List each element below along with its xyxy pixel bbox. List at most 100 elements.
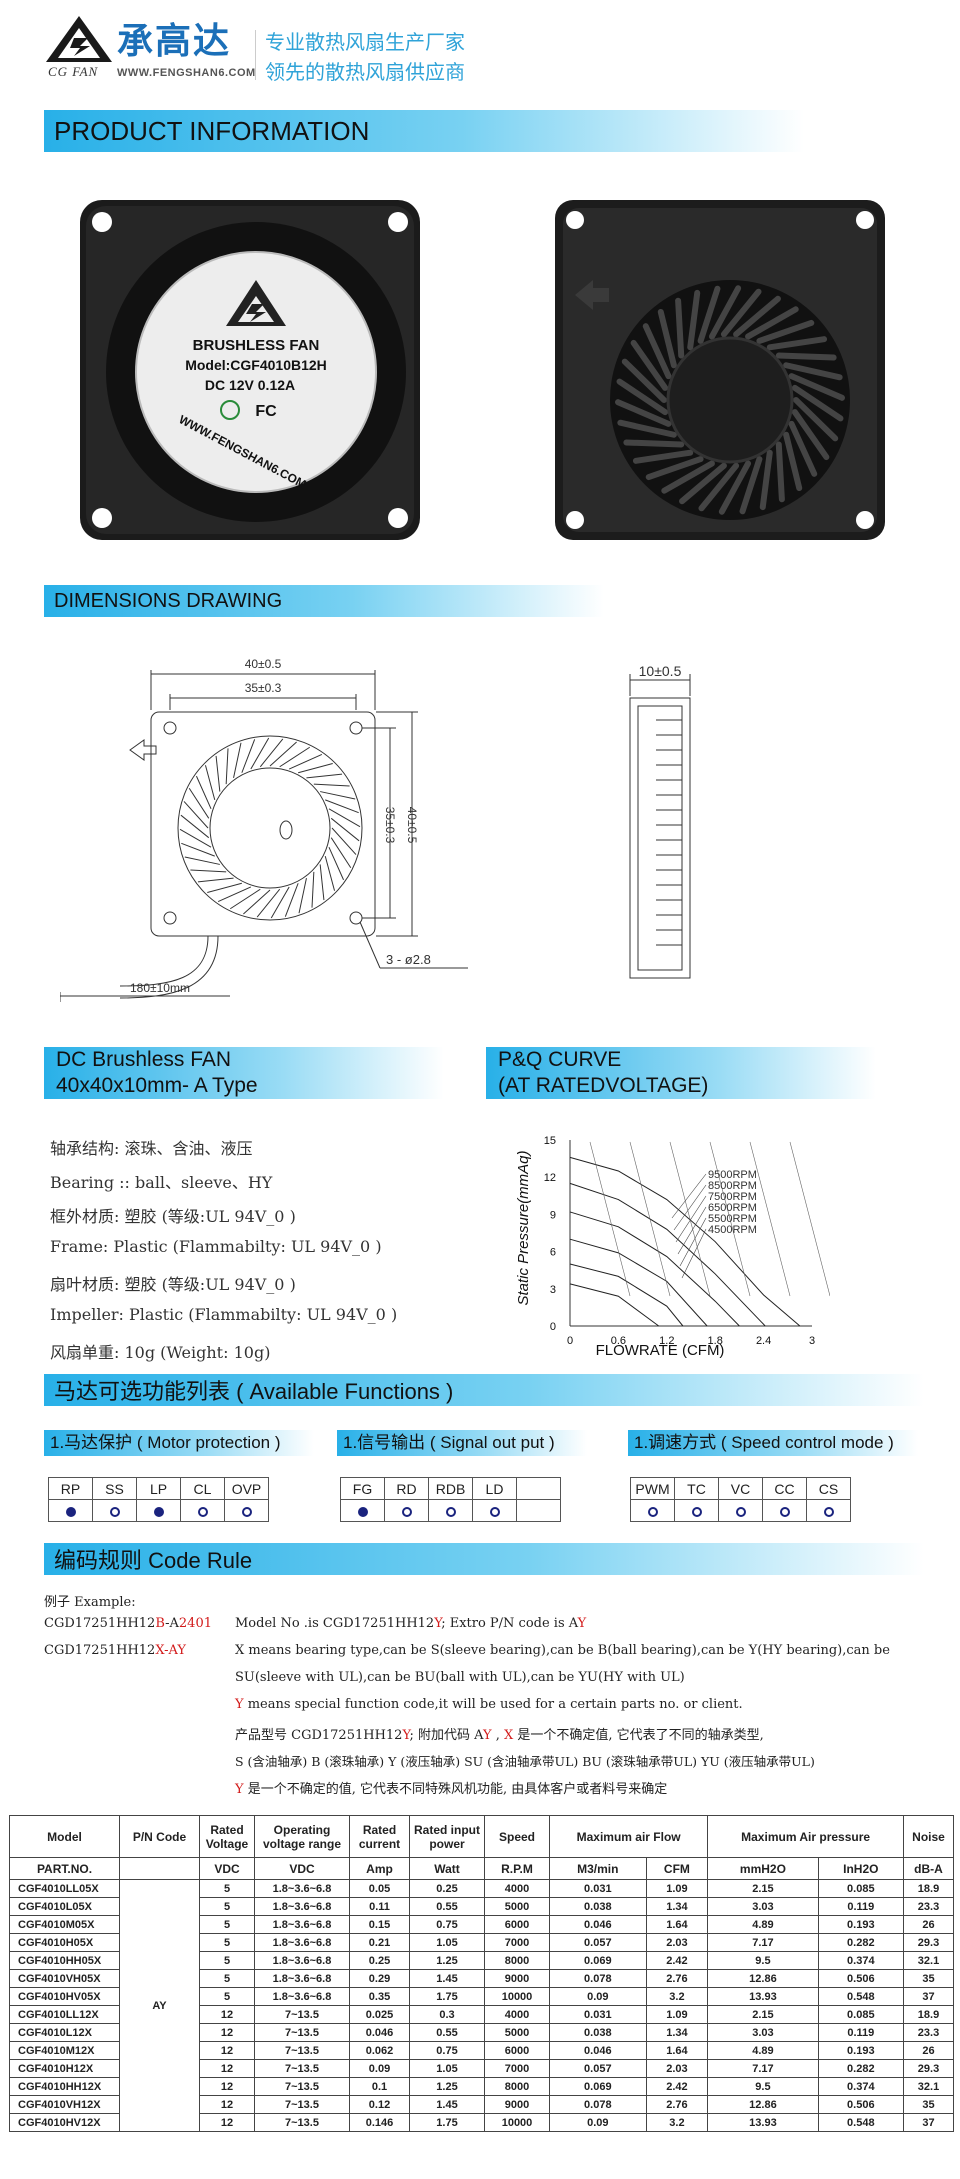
drawing-blade	[183, 801, 209, 829]
th-operating-voltage: Operating voltage range	[254, 1815, 350, 1858]
value-cell: 1.64	[645, 1915, 709, 1934]
value-cell: 0.55	[409, 1897, 485, 1916]
value-cell: 12	[199, 2041, 255, 2060]
drawing-blade	[298, 762, 333, 774]
value-cell: 26	[903, 2041, 954, 2060]
drawing-blade	[325, 799, 359, 814]
value-cell: 5	[199, 1879, 255, 1898]
model-cell: CGF4010H05X	[9, 1933, 120, 1952]
drawing-blade	[319, 864, 325, 901]
pq-line2: (AT RATEDVOLTAGE)	[498, 1074, 709, 1097]
th-pn-code: P/N Code	[119, 1815, 200, 1858]
pq-system-line	[709, 1141, 751, 1297]
value-cell: 13.93	[707, 1987, 819, 2006]
pq-series-line	[569, 1238, 708, 1327]
value-cell: 0.025	[349, 2005, 410, 2024]
unit-header: VDC	[199, 1857, 255, 1880]
pq-system-line	[789, 1141, 830, 1297]
pq-rpm-label: 8500RPM	[708, 1180, 757, 1192]
drawing-blade	[243, 889, 271, 915]
value-cell: 7.17	[707, 2059, 819, 2078]
pq-system-line	[749, 1141, 791, 1297]
spec-impeller-cn: 扇叶材质: 塑胶 (等级:UL 94V_0 )	[50, 1275, 296, 1294]
drawing-blade	[197, 877, 234, 883]
pq-rpm-label: 6500RPM	[708, 1202, 757, 1214]
pq-xtick-label: 0.6	[611, 1335, 626, 1347]
fan-blade	[617, 419, 677, 438]
value-cell: 9000	[484, 2095, 550, 2114]
pq-series-line	[569, 1283, 660, 1327]
value-cell: 0.046	[549, 1915, 647, 1934]
fan-blade	[793, 397, 839, 442]
code1-part-d: 2401	[178, 1616, 212, 1631]
pq-ytick-label: 12	[544, 1172, 556, 1184]
value-cell: 3.03	[707, 1897, 819, 1916]
drawing-blade	[233, 742, 242, 778]
drawing-blade	[306, 773, 343, 779]
value-cell: 0.506	[817, 1969, 905, 1988]
unit-header: InH2O	[817, 1857, 905, 1880]
value-cell: 37	[903, 2113, 954, 2132]
pq-rpm-label: 7500RPM	[708, 1191, 757, 1203]
value-cell: 4000	[484, 2005, 550, 2024]
value-cell: 18.9	[903, 1879, 954, 1898]
motor-col-label: CL	[180, 1477, 225, 1500]
value-cell: 2.42	[645, 2077, 709, 2096]
value-cell: 1.75	[409, 2113, 485, 2132]
speed-col-indicator	[630, 1499, 675, 1522]
model-spec-table: Model P/N Code Rated Voltage Operating v…	[9, 1815, 954, 2132]
th-max-air-pressure: Maximum Air pressure	[707, 1815, 904, 1858]
drawing-blade	[311, 871, 315, 908]
pq-rpm-label: 5500RPM	[708, 1213, 757, 1225]
th-max-air-flow: Maximum air Flow	[548, 1815, 709, 1858]
th-model: Model	[9, 1815, 120, 1858]
front-dimensions-drawing: 40±0.5 35±0.3 35±0.3 40±0.5 3 - ø2.8 180…	[60, 657, 468, 1002]
drawing-blade	[230, 888, 261, 910]
pq-curve-heading: P&Q CURVE (AT RATEDVOLTAGE)	[486, 1047, 876, 1099]
value-cell: 1.8~3.6~6.8	[254, 1933, 350, 1952]
signal-col-indicator	[428, 1499, 473, 1522]
value-cell: 1.09	[645, 1879, 709, 1898]
signal-col-label: RD	[384, 1477, 429, 1500]
value-cell: 5	[199, 1987, 255, 2006]
unit-header: VDC	[254, 1857, 350, 1880]
fan-blade	[698, 462, 740, 512]
header-divider	[255, 30, 256, 80]
fan-blade	[775, 441, 785, 503]
desc1-part-c: ; Extro P/N code is A	[441, 1616, 578, 1631]
cn1-e: ,	[491, 1728, 504, 1743]
signal-col-indicator	[516, 1499, 561, 1522]
dim-thickness: 10±0.5	[639, 663, 682, 679]
value-cell: 5	[199, 1951, 255, 1970]
drawing-blade	[204, 765, 216, 800]
pq-rpm-pointer	[673, 1184, 707, 1231]
value-cell: 13.93	[707, 2113, 819, 2132]
fan-blade	[791, 409, 830, 461]
unit-header: CFM	[645, 1857, 709, 1880]
value-cell: 0.25	[349, 1951, 410, 1970]
pn-code-cell: AY	[119, 1879, 200, 2132]
value-cell: 12	[199, 2059, 255, 2078]
value-cell: 12	[199, 2005, 255, 2024]
drawing-blade	[270, 886, 290, 919]
signal-col-indicator	[472, 1499, 517, 1522]
value-cell: 1.8~3.6~6.8	[254, 1879, 350, 1898]
value-cell: 0.057	[549, 2059, 647, 2078]
fan-blade	[733, 295, 781, 338]
logo-text: CG FAN	[48, 64, 99, 79]
cn1-g: 是一个不确定值, 它代表了不同的轴承类型,	[513, 1728, 764, 1743]
pq-series-line	[569, 1263, 684, 1327]
dim-holes: 3 - ø2.8	[386, 952, 431, 967]
value-cell: 0.031	[549, 2005, 647, 2024]
value-cell: 2.15	[707, 1879, 819, 1898]
value-cell: 0.75	[409, 1915, 485, 1934]
pq-xtick-label: 1.8	[708, 1335, 723, 1347]
value-cell: 29.3	[903, 1933, 954, 1952]
fan-blade	[766, 336, 828, 351]
pq-ylabel: Static Pressure(mmAq)	[515, 1150, 532, 1305]
value-cell: 0.069	[549, 2077, 647, 2096]
drawing-blade	[284, 883, 299, 917]
pq-rpm-label: 4500RPM	[708, 1224, 757, 1236]
